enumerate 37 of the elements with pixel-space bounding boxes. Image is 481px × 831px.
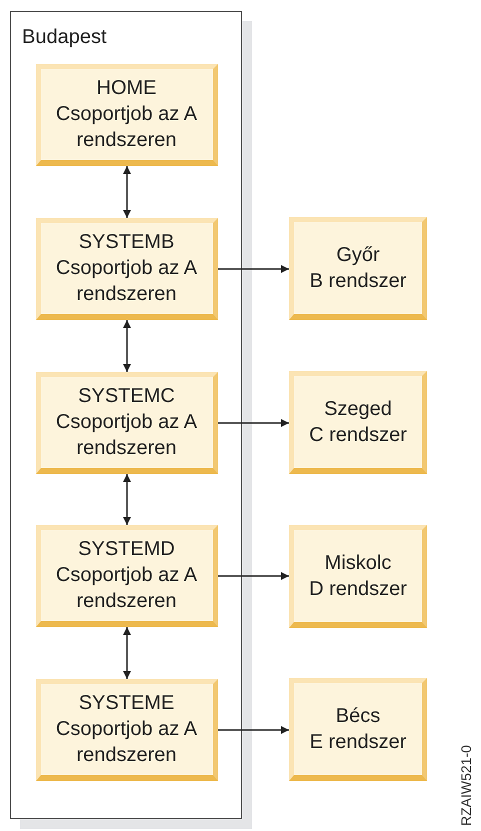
node-description: C rendszer xyxy=(309,423,407,448)
arrow xyxy=(218,572,289,580)
node-description: Csoportjob az A rendszeren xyxy=(54,256,198,307)
node-title: Bécs xyxy=(336,704,380,729)
node-title: Miskolc xyxy=(324,551,392,576)
node-title: SYSTEME xyxy=(78,691,174,716)
arrow xyxy=(218,726,289,734)
node-title: Győr xyxy=(336,243,380,268)
node-title: Szeged xyxy=(324,397,392,422)
double-arrow xyxy=(123,166,131,218)
node-description: Csoportjob az A rendszeren xyxy=(54,410,198,461)
node-title: HOME xyxy=(96,76,156,101)
process-box xyxy=(36,64,218,166)
process-box xyxy=(289,217,427,320)
double-arrow xyxy=(123,474,131,525)
process-box xyxy=(36,372,218,474)
node-description: B rendszer xyxy=(310,269,406,294)
double-arrow xyxy=(123,627,131,679)
process-box xyxy=(36,678,218,780)
process-box xyxy=(289,371,427,474)
node-title: SYSTEMD xyxy=(78,537,175,562)
arrow xyxy=(218,419,289,427)
figure-id: RZAIW521-0 xyxy=(458,745,474,826)
node-description: E rendszer xyxy=(310,730,406,755)
process-box xyxy=(289,525,427,628)
node-description: Csoportjob az A rendszeren xyxy=(54,102,198,153)
node-title: SYSTEMB xyxy=(78,230,174,255)
arrow xyxy=(218,265,289,273)
node-description: D rendszer xyxy=(309,577,407,602)
process-box xyxy=(36,218,218,320)
double-arrow xyxy=(123,320,131,372)
process-box xyxy=(36,524,218,626)
process-box xyxy=(289,678,427,781)
node-description: Csoportjob az A rendszeren xyxy=(54,717,198,768)
node-title: SYSTEMC xyxy=(78,384,175,409)
node-description: Csoportjob az A rendszeren xyxy=(54,563,198,614)
group-title: Budapest xyxy=(22,26,107,49)
